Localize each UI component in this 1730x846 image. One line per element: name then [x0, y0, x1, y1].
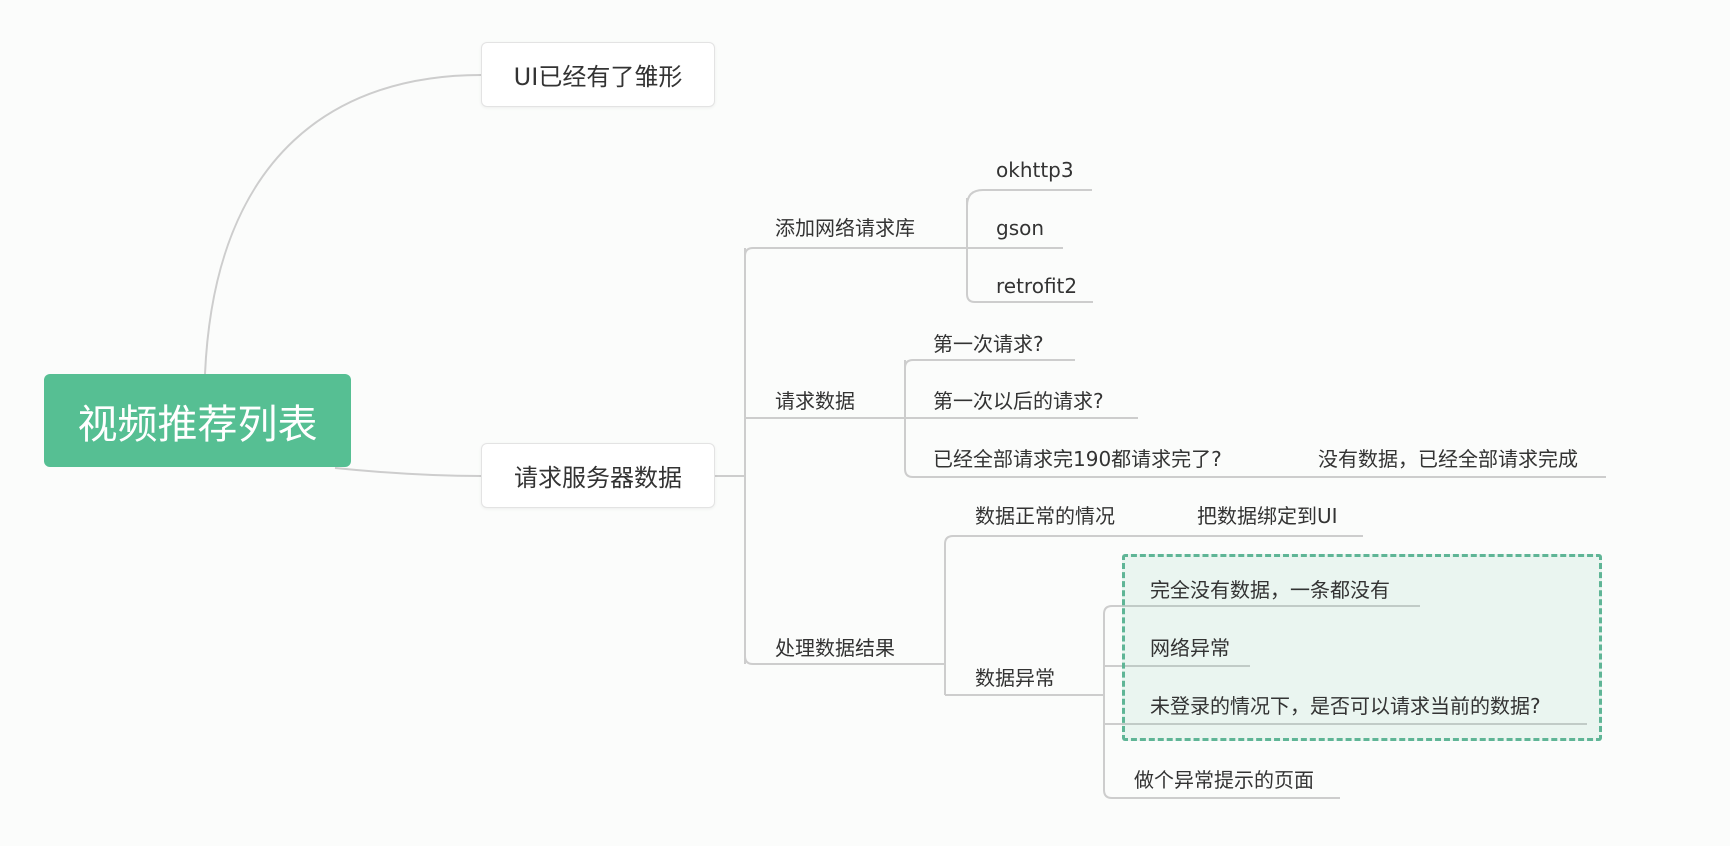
subtopic-okhttp3[interactable]: okhttp3: [996, 158, 1074, 182]
abnormal-group-highlight: [1122, 554, 1602, 741]
subtopic-no-data-at-all[interactable]: 完全没有数据，一条都没有: [1150, 578, 1390, 602]
subtopic-bind-to-ui[interactable]: 把数据绑定到UI: [1197, 504, 1338, 528]
subtopic-request-data[interactable]: 请求数据: [775, 389, 855, 413]
subtopic-all-requested[interactable]: 已经全部请求完190都请求完了?: [933, 447, 1222, 471]
subtopic-first-request[interactable]: 第一次请求?: [933, 332, 1044, 356]
central-topic[interactable]: 视频推荐列表: [44, 374, 351, 467]
subtopic-subsequent-request[interactable]: 第一次以后的请求?: [933, 389, 1104, 413]
subtopic-no-data-complete[interactable]: 没有数据，已经全部请求完成: [1318, 447, 1578, 471]
subtopic-error-page[interactable]: 做个异常提示的页面: [1134, 768, 1314, 792]
topic-ui-prototype[interactable]: UI已经有了雏形: [481, 42, 715, 107]
subtopic-add-network-library[interactable]: 添加网络请求库: [775, 216, 915, 240]
subtopic-gson[interactable]: gson: [996, 216, 1045, 240]
subtopic-normal-case[interactable]: 数据正常的情况: [975, 504, 1115, 528]
subtopic-handle-result[interactable]: 处理数据结果: [775, 636, 895, 660]
subtopic-data-abnormal[interactable]: 数据异常: [975, 666, 1055, 690]
topic-request-server-data[interactable]: 请求服务器数据: [481, 443, 715, 508]
subtopic-not-logged-in[interactable]: 未登录的情况下，是否可以请求当前的数据?: [1150, 694, 1541, 718]
subtopic-retrofit2[interactable]: retrofit2: [996, 274, 1078, 298]
subtopic-network-error[interactable]: 网络异常: [1150, 636, 1230, 660]
